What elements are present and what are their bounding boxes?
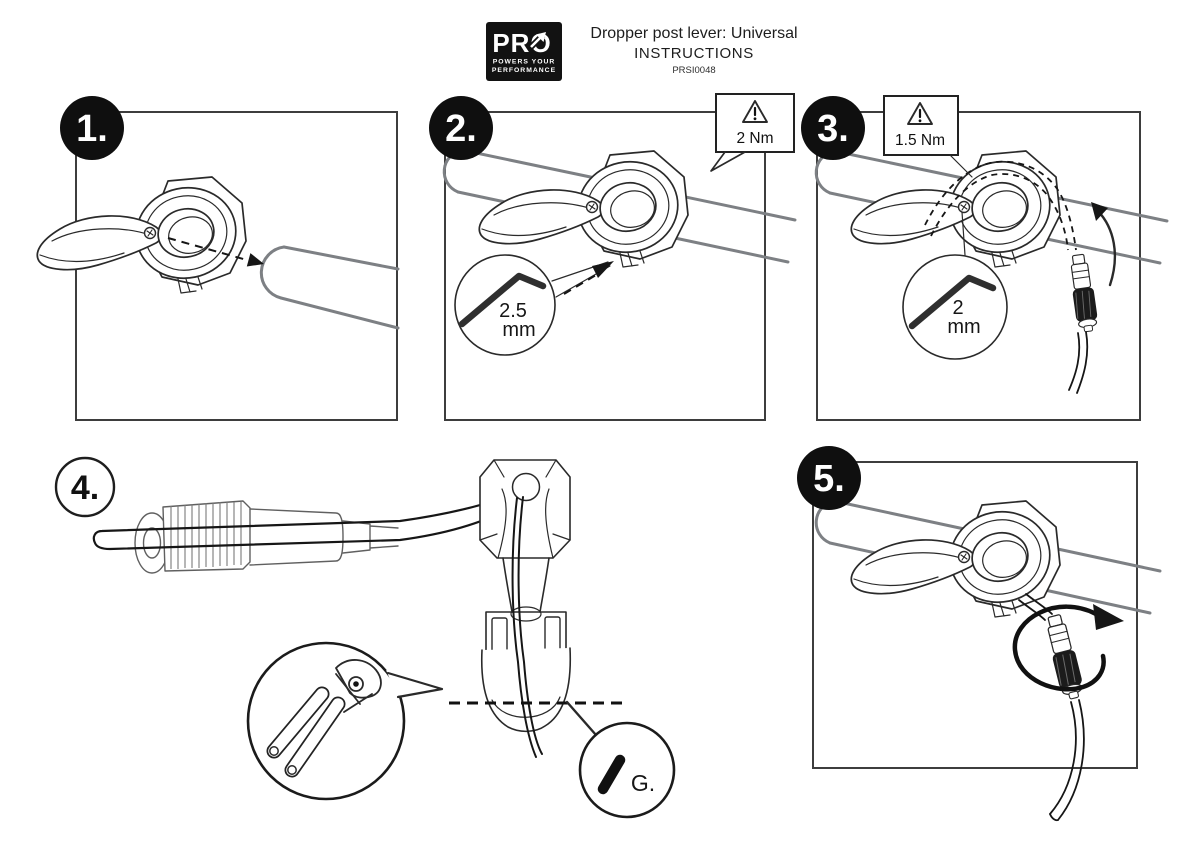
cutter-detail-circle — [246, 641, 444, 801]
end-cap-icon — [597, 754, 626, 795]
step2-number-badge: 2. — [429, 96, 493, 160]
logo-tagline-1: POWERS YOUR — [493, 59, 556, 66]
hex-size-unit: mm — [502, 319, 535, 341]
document-code: PRSI0048 — [672, 65, 716, 76]
torque-value: 1.5 Nm — [895, 132, 945, 149]
step1-number-badge: 1. — [60, 96, 124, 160]
lever-drawing — [850, 150, 1061, 268]
document-title: Dropper post lever: Universal — [590, 25, 798, 42]
step1-number: 1. — [76, 108, 108, 150]
hex-key-detail-circle: 2 mm — [902, 211, 1008, 360]
step2-number: 2. — [445, 108, 477, 150]
hex-key-icon — [908, 274, 997, 330]
step4-figure: G. 4. — [54, 456, 676, 819]
cable-routing-dashed — [924, 160, 1077, 251]
torque-value: 2 Nm — [736, 130, 773, 147]
step5-number: 5. — [813, 458, 845, 500]
hex-size-value: 2 — [952, 297, 963, 319]
route-up-arrow — [1091, 202, 1117, 287]
step3-border — [816, 111, 1141, 421]
torque-callout: 2 Nm — [710, 93, 795, 172]
torque-callout-box — [715, 93, 795, 153]
header-titles: Dropper post lever: Universal INSTRUCTIO… — [544, 24, 844, 76]
step3-number-badge: 3. — [801, 96, 865, 160]
mount-direction-arrow — [167, 237, 264, 267]
step2-border — [444, 111, 766, 421]
hex-size-value: 2.5 — [499, 300, 527, 322]
lever-drawing — [850, 500, 1061, 618]
step5-panel: 5. — [797, 446, 1162, 822]
step1-border — [75, 111, 398, 421]
cable-drawing — [1068, 331, 1089, 394]
cable-housing-drawing — [92, 492, 522, 551]
torque-callout: 1.5 Nm — [883, 95, 973, 178]
cable-drawing — [1018, 593, 1053, 621]
step5-number-badge: 5. — [797, 446, 861, 510]
handlebar-drawing — [259, 245, 400, 330]
step2-panel: 2.5 mm 2 Nm 2. — [429, 93, 797, 421]
inner-wire-drawing — [511, 496, 543, 758]
step3-panel: 2 mm 1.5 Nm 3. — [801, 95, 1169, 421]
cable-housing-drawing — [1049, 699, 1085, 822]
hex-key-icon — [458, 272, 547, 328]
end-cap-detail-circle: G. — [565, 700, 676, 819]
step1-panel: 1. — [36, 96, 400, 421]
barrel-adjuster-drawing — [1066, 252, 1100, 334]
hex-key-detail-circle: 2.5 mm — [454, 254, 556, 356]
step4-number: 4. — [71, 469, 99, 507]
part-label: G. — [631, 770, 655, 796]
step3-number: 3. — [817, 108, 849, 150]
hex-size-unit: mm — [947, 316, 980, 338]
tool-direction-arrow — [551, 261, 614, 298]
lever-drawing — [36, 176, 247, 294]
step5-border — [812, 461, 1138, 769]
barrel-adjuster-drawing — [134, 500, 399, 574]
step4-number-badge: 4. — [54, 456, 116, 518]
pro-logo: PRO POWERS YOUR PERFORMANCE — [486, 22, 562, 81]
lever-drawing — [478, 150, 689, 268]
lever-body-drawing — [479, 459, 572, 733]
rotate-arrow — [1012, 604, 1124, 692]
document-subtitle: INSTRUCTIONS — [634, 45, 754, 62]
logo-tagline-2: PERFORMANCE — [492, 67, 556, 74]
logo-arrow-icon — [528, 32, 546, 50]
cable-cutter-icon — [266, 659, 382, 778]
